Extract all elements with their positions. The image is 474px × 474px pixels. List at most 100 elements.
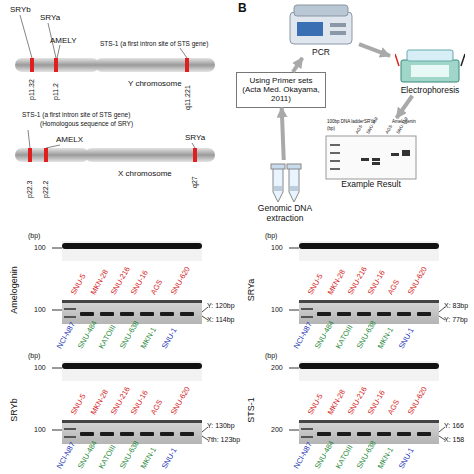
cell-line-label: MKN-1	[140, 326, 158, 350]
axis-unit: (bp)	[28, 232, 40, 239]
flow-arrow	[293, 58, 303, 72]
node-text: PCR	[283, 48, 359, 58]
cell-line-label: NCI-N87	[293, 441, 314, 470]
panel-title: SRYa	[247, 279, 256, 302]
cell-line-label: MKN-28	[327, 268, 347, 296]
gene-label: SRYa	[40, 14, 60, 22]
axis-unit: (bp)	[28, 352, 40, 359]
flow-arrow	[282, 108, 284, 160]
y-chromosome	[15, 15, 215, 72]
chromosome-name: Y chromosome	[128, 80, 182, 88]
pcr-machine: PCR	[283, 2, 359, 58]
cell-line-label: MKN-28	[90, 268, 110, 296]
cell-line-label: SNU-484	[77, 320, 99, 350]
cell-line-label: SNU-1	[161, 327, 179, 350]
dna-extraction-tubes-art	[255, 160, 315, 204]
cell-line-label: KATOIII	[335, 444, 354, 470]
x-chromosome	[15, 130, 215, 162]
cell-line-label: SNU-1	[398, 327, 416, 350]
gene-label: AMELY	[50, 37, 77, 45]
node-text: Using Primer sets (Acta Med. Okayama, 20…	[239, 76, 323, 104]
gene-label: STS-1 (a first intron site of STS gene)	[22, 112, 130, 119]
band-size-label: Y: 130bp	[207, 422, 235, 429]
band-label: q11.221	[184, 85, 191, 110]
cell-line-label: SNU-620	[170, 266, 192, 296]
lane-label: AGS	[355, 125, 364, 135]
node-text: Genomic DNA extraction	[248, 204, 322, 224]
band-size-label: X: 158	[444, 436, 464, 443]
gene-label: AMELX	[56, 136, 83, 144]
gene-label: SRYb	[10, 6, 31, 14]
axis-unit: (bp)	[265, 232, 277, 239]
cell-line-label: SNU-5	[307, 273, 325, 296]
band-size-label: Y: 120bp	[207, 302, 235, 309]
cell-line-label: SNU-638	[119, 320, 141, 350]
gene-label: STS-1 (a first intron site of STS gene)	[100, 41, 208, 48]
electrophoresis-tank-art	[395, 46, 465, 86]
band-size-label: Y: 77bp	[444, 316, 468, 323]
node-text: Electrophoresis	[390, 86, 470, 96]
cell-line-label: AGS	[387, 399, 401, 416]
band-label: p22.3	[26, 180, 33, 198]
band-label: p11.32	[28, 79, 35, 100]
size-marker: 100	[271, 244, 283, 251]
cell-line-label: SNU-638	[356, 440, 378, 470]
gene-label: SRYa	[185, 134, 205, 142]
cell-line-label: KATOIII	[98, 324, 117, 350]
gel-panels	[52, 241, 445, 444]
cell-line-label: AGS	[387, 279, 401, 296]
cell-line-label: MKN-1	[377, 326, 395, 350]
gene-note: (Homologous sequence of SRY)	[40, 121, 133, 128]
cell-line-label: SNU-5	[307, 393, 325, 416]
cell-line-label: SNU-638	[119, 440, 141, 470]
cell-line-label: SNU-484	[77, 440, 99, 470]
cell-line-label: MKN-28	[327, 388, 347, 416]
cell-line-label: MKN-1	[377, 446, 395, 470]
cell-line-label: SNU-16	[130, 269, 150, 296]
cell-line-label: KATOIII	[98, 444, 117, 470]
cell-line-label: NCI-N87	[56, 441, 77, 470]
band-size-label: Y: 166	[444, 422, 464, 429]
cell-line-label: SNU-5	[70, 393, 88, 416]
axis-unit: (bp)	[327, 127, 335, 132]
cell-line-label: SNU-620	[407, 266, 429, 296]
band-label: q27	[191, 176, 198, 188]
panel-title: SRYb	[10, 398, 19, 421]
cell-line-label: SNU-5	[70, 273, 88, 296]
process-box: Using Primer sets (Acta Med. Okayama, 20…	[236, 72, 326, 108]
lane-label: 100bp DNA ladder	[327, 120, 364, 125]
cell-line-label: SNU-484	[314, 320, 336, 350]
panel-title: STS-1	[247, 397, 256, 423]
cell-line-label: SNU-620	[170, 386, 192, 416]
cell-line-label: SNU-216	[110, 266, 132, 296]
cell-line-label: SNU-1	[161, 447, 179, 470]
dna-extraction-tubes: Genomic DNA extraction	[248, 160, 322, 224]
cell-line-label: NCI-N87	[293, 321, 314, 350]
cell-line-label: SNU-620	[407, 386, 429, 416]
panel-letter: B	[238, 2, 247, 14]
node-text: Example Result	[324, 180, 418, 190]
size-marker: 100	[34, 244, 46, 251]
cell-line-label: SNU-1	[398, 447, 416, 470]
size-marker: 100	[271, 306, 283, 313]
panel-title: Amelogenin	[10, 266, 19, 314]
flow-arrow	[397, 96, 413, 118]
band-size-label: X: 83bp	[444, 302, 468, 309]
cell-line-label: MKN-1	[140, 446, 158, 470]
chromosome-name: X chromosome	[118, 170, 172, 178]
cell-line-label: SNU-16	[367, 269, 387, 296]
cell-line-label: SNU-216	[110, 386, 132, 416]
cell-line-label: SNU-16	[130, 389, 150, 416]
band-label: p22.2	[42, 180, 49, 198]
band-size-label: X: 114bp	[207, 316, 235, 323]
size-marker: 200	[271, 364, 283, 371]
axis-unit: (bp)	[265, 352, 277, 359]
cell-line-label: SNU-216	[347, 266, 369, 296]
cell-line-label: SNU-216	[347, 386, 369, 416]
electrophoresis-tank: Electrophoresis	[390, 46, 470, 96]
cell-line-label: NCI-N87	[56, 321, 77, 350]
cell-line-label: SNU-16	[367, 389, 387, 416]
cell-line-label: SNU-638	[356, 320, 378, 350]
